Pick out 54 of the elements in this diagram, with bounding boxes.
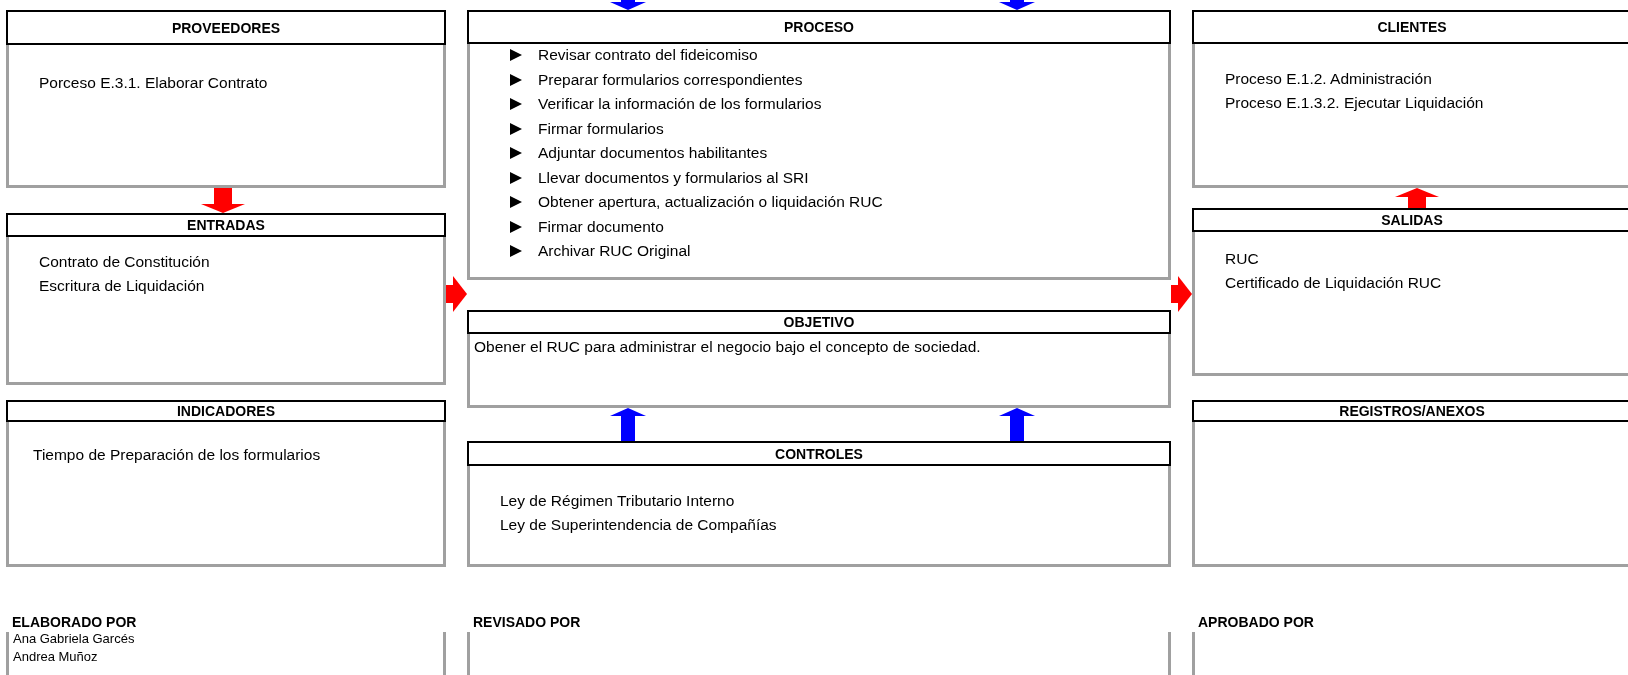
block-arrow <box>446 276 467 312</box>
block-arrow <box>999 0 1035 10</box>
section-box <box>467 612 1171 675</box>
section-text: Proceso E.1.3.2. Ejecutar Liquidación <box>1225 93 1484 113</box>
section-box <box>1192 10 1628 188</box>
section-text: Obener el RUC para administrar el negocio bajo el concepto de sociedad. <box>474 337 982 357</box>
process-step: Revisar contrato del fideicomiso <box>538 43 758 68</box>
section-box <box>6 213 446 385</box>
process-step: Firmar documento <box>538 214 664 239</box>
person-name: Andrea Muñoz <box>13 648 99 666</box>
section-text: Escritura de Liquidación <box>39 276 206 296</box>
section-header: APROBADO POR <box>1192 612 1628 632</box>
process-step: Obtener apertura, actualización o liquidación RUC <box>538 190 883 215</box>
section-header: REGISTROS/ANEXOS <box>1192 400 1628 422</box>
section-header: PROVEEDORES <box>6 10 446 45</box>
block-arrow <box>1171 276 1192 312</box>
section-text: Proceso E.1.2. Administración <box>1225 69 1433 89</box>
block-arrow <box>999 408 1035 441</box>
section-box <box>467 441 1171 567</box>
section-box <box>467 10 1171 280</box>
section-header: INDICADORES <box>6 400 446 422</box>
section-box <box>1192 208 1628 376</box>
section-text: Certificado de Liquidación RUC <box>1225 273 1442 293</box>
section-header: OBJETIVO <box>467 310 1171 334</box>
block-arrow <box>610 408 646 441</box>
process-step: Llevar documentos y formularios al SRI <box>538 165 809 190</box>
process-step: Adjuntar documentos habilitantes <box>538 141 768 166</box>
section-box <box>1192 612 1628 675</box>
section-header: ENTRADAS <box>6 213 446 237</box>
process-step: Verificar la información de los formularios <box>538 92 822 117</box>
process-step: Preparar formularios correspondientes <box>538 67 803 92</box>
section-text: Tiempo de Preparación de los formularios <box>33 445 321 465</box>
process-step: Archivar RUC Original <box>538 239 691 264</box>
section-text: Contrato de Constitución <box>39 252 210 272</box>
person-name: Ana Gabriela Garcés <box>13 630 135 648</box>
block-arrow <box>610 0 646 10</box>
section-header: SALIDAS <box>1192 208 1628 232</box>
section-text: RUC <box>1225 249 1260 269</box>
section-box <box>6 400 446 567</box>
block-arrow <box>201 188 245 213</box>
process-step: Firmar formularios <box>538 116 664 141</box>
section-header: CLIENTES <box>1192 10 1628 44</box>
section-text: Ley de Régimen Tributario Interno <box>500 491 736 511</box>
section-box <box>6 10 446 188</box>
section-header: REVISADO POR <box>467 612 1171 632</box>
section-header: PROCESO <box>467 10 1171 44</box>
section-box <box>1192 400 1628 567</box>
section-text: Ley de Superintendencia de Compañías <box>500 515 777 535</box>
section-header: CONTROLES <box>467 441 1171 466</box>
section-text: Porceso E.3.1. Elaborar Contrato <box>39 73 268 93</box>
block-arrow <box>1395 188 1439 208</box>
section-box <box>467 310 1171 408</box>
section-box <box>6 612 446 675</box>
section-header: ELABORADO POR <box>6 612 446 632</box>
